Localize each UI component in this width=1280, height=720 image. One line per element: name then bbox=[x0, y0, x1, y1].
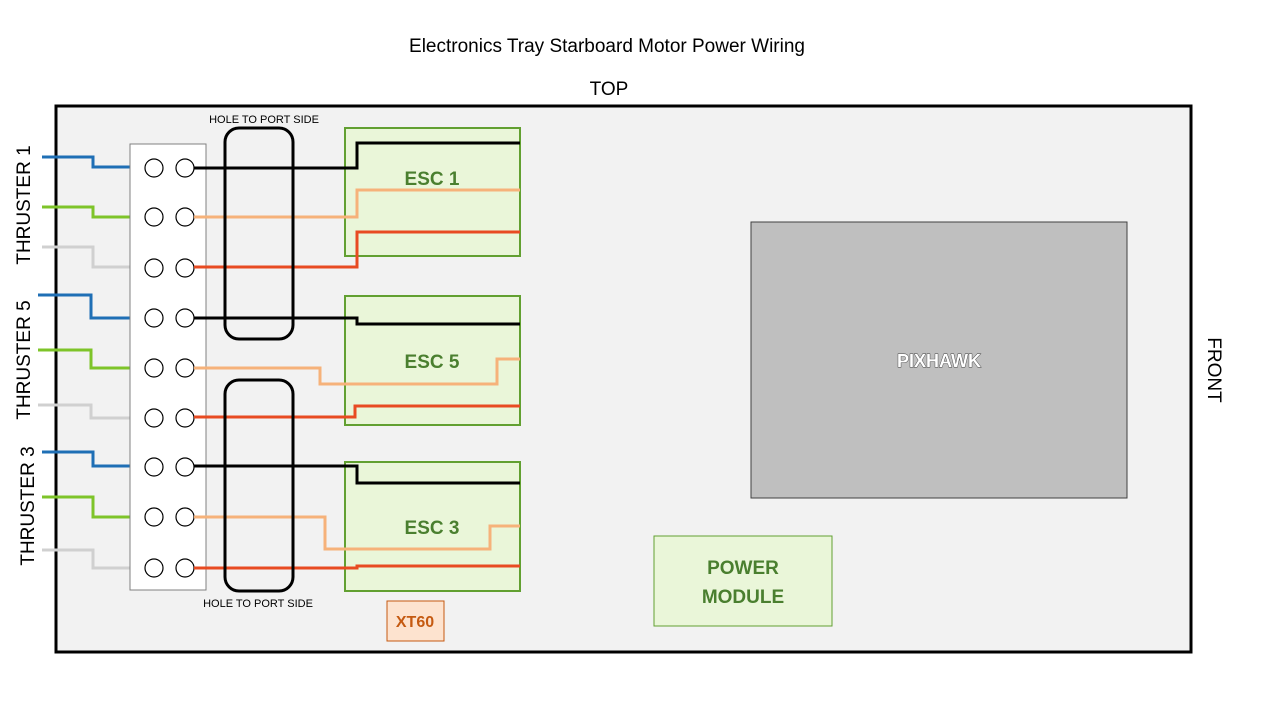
pixhawk-label: PIXHAWK bbox=[897, 351, 981, 371]
pixhawk-box bbox=[750, 221, 1128, 499]
thruster-1-wire-gray bbox=[42, 245, 143, 269]
power-module-label-line1: POWER bbox=[707, 558, 779, 579]
esc-5-box bbox=[344, 295, 521, 426]
terminal-screw bbox=[144, 457, 164, 477]
top-label: TOP bbox=[590, 79, 629, 100]
thruster-3-wire-gray bbox=[42, 548, 143, 570]
terminal-screw bbox=[175, 258, 195, 278]
esc-5-wire-orange bbox=[194, 357, 520, 386]
terminal-screw bbox=[175, 558, 195, 578]
thruster-1-wire-blue bbox=[42, 155, 143, 169]
thruster-5-wire-gray bbox=[38, 403, 143, 420]
terminal-screw bbox=[175, 457, 195, 477]
front-label: FRONT bbox=[1203, 337, 1224, 403]
thruster-wires bbox=[38, 155, 143, 570]
terminal-screw bbox=[175, 358, 195, 378]
esc-5-wire-black bbox=[194, 316, 520, 326]
esc-1-wire-red bbox=[194, 230, 520, 269]
esc-wires bbox=[194, 141, 520, 570]
power-module-box bbox=[653, 535, 833, 627]
hole-to-port-bottom bbox=[223, 378, 295, 593]
terminal-screw bbox=[175, 207, 195, 227]
thruster-3-wire-blue bbox=[42, 450, 143, 468]
thruster-3-label: THRUSTER 3 bbox=[18, 446, 39, 565]
xt60-label: XT60 bbox=[396, 614, 434, 631]
esc-3-label: ESC 3 bbox=[405, 518, 460, 539]
terminal-screw bbox=[175, 408, 195, 428]
terminal-screw bbox=[144, 258, 164, 278]
diagram-title: Electronics Tray Starboard Motor Power W… bbox=[409, 36, 805, 57]
terminal-screw bbox=[144, 158, 164, 178]
terminal-screw bbox=[144, 507, 164, 527]
terminal-screw bbox=[175, 308, 195, 328]
thruster-5-label: THRUSTER 5 bbox=[14, 300, 35, 419]
terminal-screw bbox=[144, 207, 164, 227]
hole-top-label: HOLE TO PORT SIDE bbox=[209, 114, 319, 126]
hole-to-port-top bbox=[223, 126, 295, 341]
terminal-screw bbox=[144, 408, 164, 428]
esc-1-wire-black bbox=[194, 141, 520, 170]
esc-3-wire-orange bbox=[194, 515, 520, 551]
terminal-screw bbox=[175, 158, 195, 178]
thruster-1-label: THRUSTER 1 bbox=[14, 145, 35, 264]
thruster-5-wire-green bbox=[38, 348, 143, 370]
thruster-5-wire-blue bbox=[38, 293, 143, 320]
esc-5-label: ESC 5 bbox=[405, 352, 460, 373]
power-module-label-line2: MODULE bbox=[702, 587, 784, 608]
terminal-screws bbox=[144, 158, 195, 578]
thruster-3-wire-green bbox=[42, 495, 143, 519]
terminal-screw bbox=[144, 308, 164, 328]
esc-5-wire-red bbox=[194, 404, 520, 419]
hole-bottom-label: HOLE TO PORT SIDE bbox=[203, 598, 313, 610]
terminal-screw bbox=[144, 558, 164, 578]
esc-1-box bbox=[344, 127, 521, 257]
xt60-box bbox=[386, 600, 445, 642]
esc-1-wire-orange bbox=[194, 188, 520, 219]
esc-3-wire-black bbox=[194, 464, 520, 485]
esc-3-wire-red bbox=[194, 564, 520, 570]
thruster-1-wire-green bbox=[42, 205, 143, 219]
esc-1-label: ESC 1 bbox=[405, 169, 460, 190]
terminal-screw bbox=[175, 507, 195, 527]
terminal-screw bbox=[144, 358, 164, 378]
